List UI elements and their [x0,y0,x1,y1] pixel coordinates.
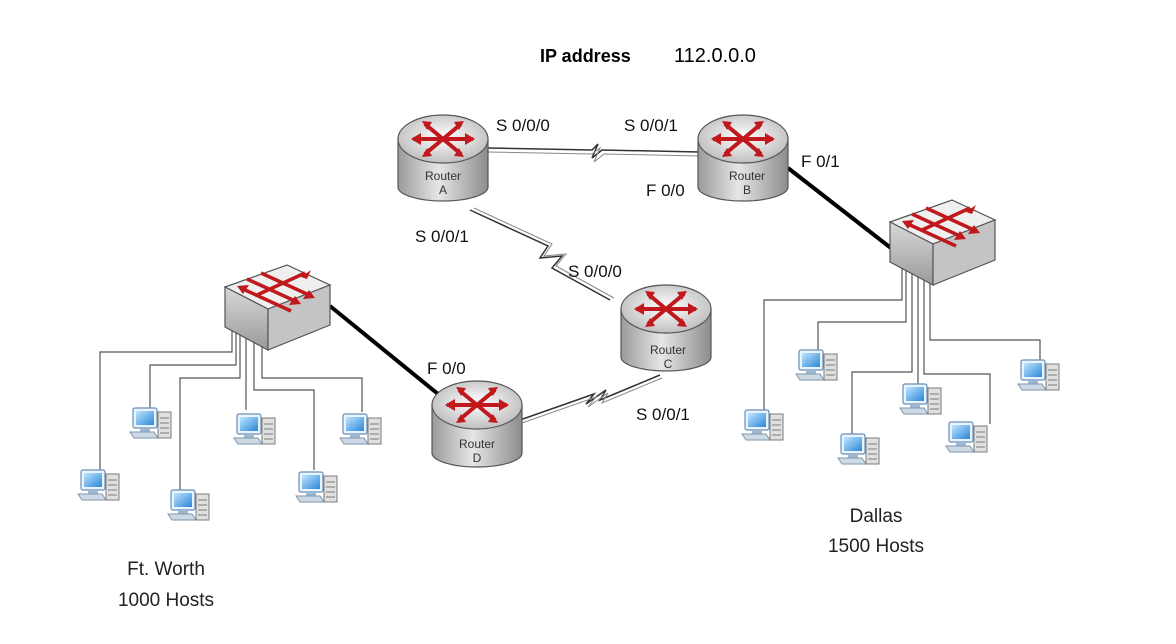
host-computer-icon [899,383,942,415]
serial-link-a-b [487,143,701,163]
interface-label-c-s000: S 0/0/0 [568,262,622,281]
host-computer-icon [167,489,210,521]
router-c-name: Router [650,343,686,357]
host-computer-icon [795,349,838,381]
router-a: Router A [396,113,490,203]
interface-label-a-s000: S 0/0/0 [496,116,550,135]
router-d-id: D [473,451,482,465]
router-c-id: C [664,357,673,371]
host-computer-icon [837,433,880,465]
dallas-host-count: 1500 Hosts [828,536,924,557]
ftworth-site-name: Ft. Worth [127,559,205,580]
router-b-id: B [743,183,751,197]
interface-label-b-f01: F 0/1 [801,152,840,171]
interface-label-d-f00: F 0/0 [427,359,466,378]
router-b-name: Router [729,169,765,183]
ftworth-host-cabling [99,330,363,490]
host-computer-icon [1017,359,1060,391]
interface-label-b-s001: S 0/0/1 [624,116,678,135]
ip-address-label: IP address [540,46,631,66]
host-computer-icon [233,413,276,445]
dallas-host-cabling [763,262,1041,436]
host-computer-icon [295,471,338,503]
ethernet-link-b-switch [786,166,898,254]
ftworth-switch [223,263,332,352]
router-b: Router B [696,113,790,203]
host-computer-icon [339,413,382,445]
host-computer-icon [945,421,988,453]
dallas-site-name: Dallas [850,506,903,527]
interface-label-b-f00: F 0/0 [646,181,685,200]
serial-link-a-c [469,207,615,301]
router-d: Router D [430,379,524,469]
ip-address-value: 112.0.0.0 [674,45,756,67]
ethernet-link-d-switch [328,304,440,396]
router-a-id: A [439,183,447,197]
ftworth-host-count: 1000 Hosts [118,590,214,611]
router-d-name: Router [459,437,495,451]
interface-label-c-s001: S 0/0/1 [636,405,690,424]
serial-link-c-d [519,374,663,424]
host-computer-icon [129,407,172,439]
host-computer-icon [741,409,784,441]
host-computer-icon [77,469,120,501]
router-a-name: Router [425,169,461,183]
router-c: Router C [619,283,713,373]
interface-label-a-s001: S 0/0/1 [415,227,469,246]
